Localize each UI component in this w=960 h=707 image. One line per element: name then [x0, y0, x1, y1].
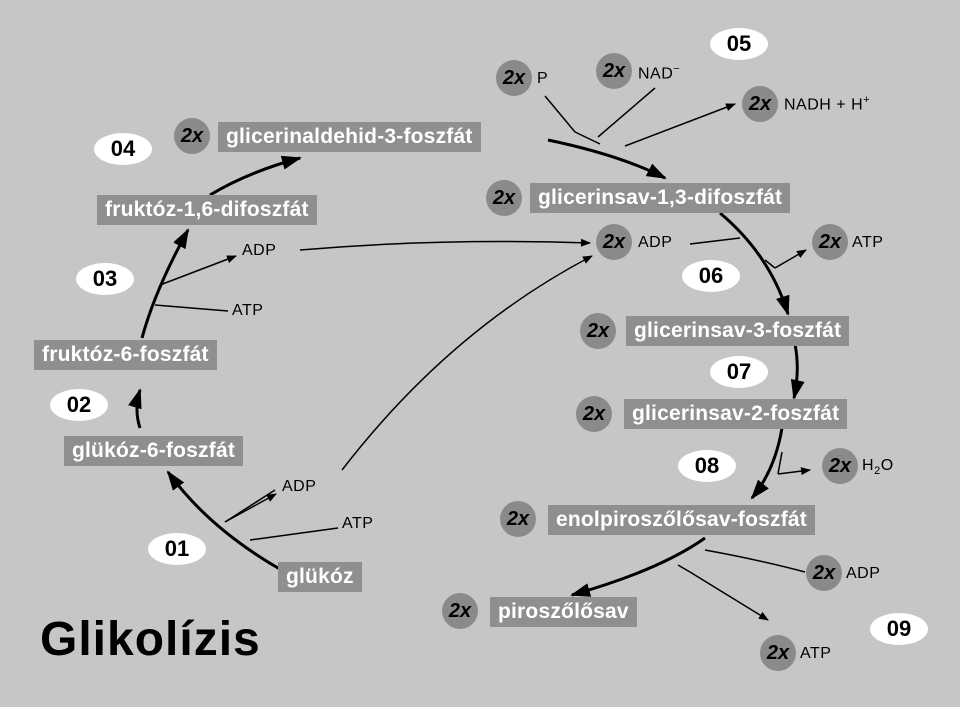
label-nad: NAD−: [638, 63, 681, 83]
compound-glicerinsav-3-foszfat: glicerinsav-3-foszfát: [626, 316, 850, 346]
label-atp-09: ATP: [800, 645, 832, 662]
arrow-glukoz6f-to-fruktoz6f: [128, 388, 142, 429]
coef-nadh: 2x: [742, 86, 778, 122]
label-h2o: H2O: [862, 457, 894, 478]
arrow-glicerinsav13df-to-glicerinsav3f: [719, 211, 790, 316]
coef-p: 2x: [496, 60, 532, 96]
coef-glicerinsav13df: 2x: [486, 180, 522, 216]
label-p: P: [537, 70, 549, 87]
label-adp-09: ADP: [846, 565, 881, 582]
label-adp-06: ADP: [638, 234, 673, 251]
compound-glicerinsav-1-3-difoszfat: glicerinsav-1,3-difoszfát: [530, 183, 791, 213]
step-01: 01: [148, 533, 206, 565]
compound-enolpiroszolosav-foszfat: enolpiroszőlősav-foszfát: [548, 505, 815, 535]
compound-glicerinsav-2-foszfat: glicerinsav-2-foszfát: [624, 399, 848, 429]
arrow-glicerinaldehid-to-glicerinsav13df: [547, 138, 667, 180]
compound-piroszolosav: piroszőlősav: [490, 597, 637, 627]
coef-glicerinaldehid: 2x: [174, 118, 210, 154]
label-adp-03: ADP: [242, 242, 277, 259]
step-09: 09: [870, 613, 928, 645]
step-07: 07: [710, 356, 768, 388]
step-08: 08: [678, 450, 736, 482]
arrow-glicerinsav2f-to-enol: [750, 427, 784, 500]
arrow-fruktoz16df-to-glicerinaldehid: [209, 155, 302, 197]
coef-glicerinsav2f: 2x: [576, 396, 612, 432]
step-03: 03: [76, 263, 134, 295]
coef-h2o: 2x: [822, 448, 858, 484]
compound-fruktoz-1-6-difoszfat: fruktóz-1,6-difoszfát: [97, 195, 317, 225]
diagram-title: Glikolízis: [40, 613, 261, 666]
coef-glicerinsav3f: 2x: [580, 313, 616, 349]
coef-atp-09: 2x: [760, 635, 796, 671]
coef-enol: 2x: [500, 501, 536, 537]
compound-glukoz-6-foszfat: glükóz-6-foszfát: [64, 436, 244, 466]
arrow-glukoz-to-glukoz6f: [166, 470, 286, 574]
arrow-glicerinsav3f-to-glicerinsav2f: [790, 343, 805, 400]
step-02: 02: [50, 389, 108, 421]
step-04: 04: [94, 133, 152, 165]
coef-atp-06: 2x: [812, 224, 848, 260]
label-atp-03: ATP: [232, 302, 264, 319]
coef-adp-09: 2x: [806, 555, 842, 591]
label-atp-06: ATP: [852, 234, 884, 251]
label-nadh: NADH + H+: [784, 94, 871, 114]
label-atp-01: ATP: [342, 515, 374, 532]
compound-glukoz: glükóz: [278, 562, 362, 592]
arrow-enol-to-piroszolosav: [570, 536, 706, 597]
step-06: 06: [682, 260, 740, 292]
coef-piroszolosav: 2x: [442, 593, 478, 629]
coef-adp-06: 2x: [596, 224, 632, 260]
coef-nad: 2x: [596, 53, 632, 89]
label-adp-01: ADP: [282, 478, 317, 495]
arrow-fruktoz6f-to-fruktoz16df: [140, 228, 190, 339]
step-05: 05: [710, 28, 768, 60]
compound-fruktoz-6-foszfat: fruktóz-6-foszfát: [34, 340, 217, 370]
compound-glicerinaldehid-3-foszfat: glicerinaldehid-3-foszfát: [218, 122, 481, 152]
